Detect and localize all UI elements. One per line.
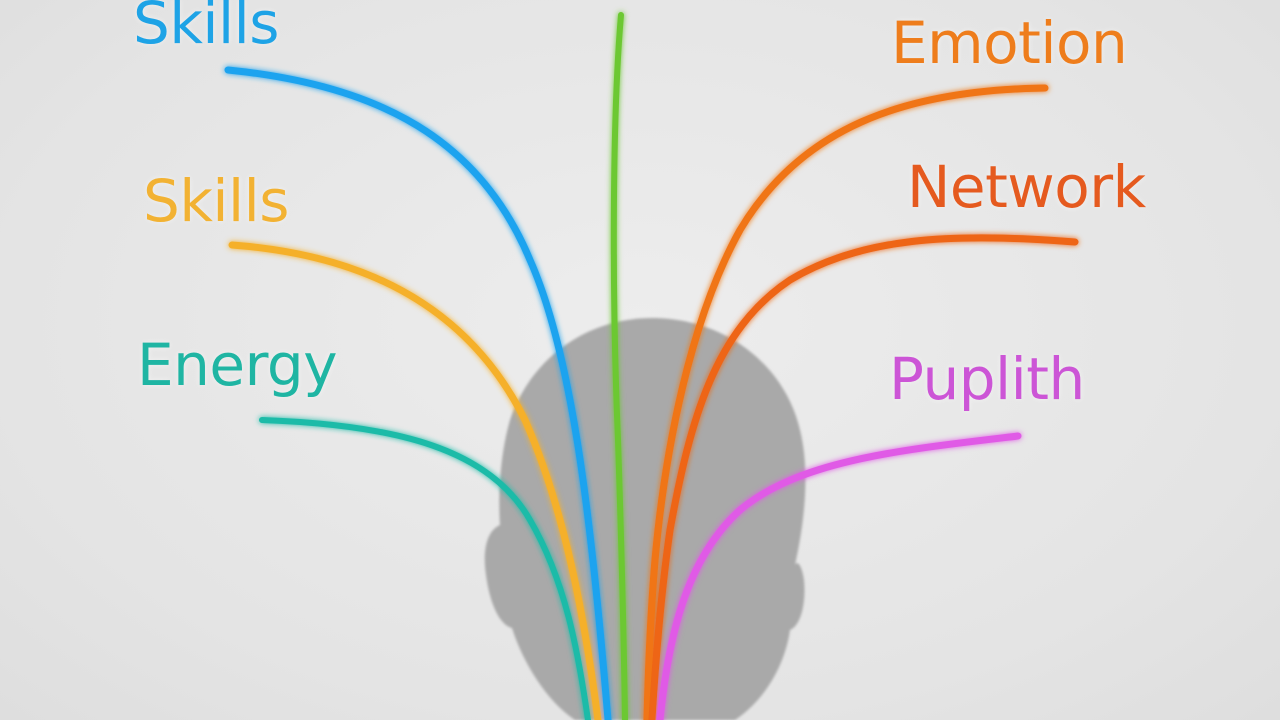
label-network: Network bbox=[907, 153, 1146, 221]
strand-orange-lower bbox=[648, 234, 1079, 720]
strand-blue bbox=[224, 66, 612, 720]
label-skills-blue: Skills bbox=[133, 0, 279, 57]
strand-orange-upper bbox=[643, 84, 1049, 720]
head-silhouette bbox=[484, 318, 806, 720]
strand-magenta bbox=[656, 432, 1022, 720]
label-energy: Energy bbox=[137, 331, 338, 399]
label-emotion: Emotion bbox=[891, 9, 1128, 77]
label-puplith: Puplith bbox=[889, 345, 1085, 413]
label-skills-yellow: Skills bbox=[143, 167, 289, 235]
strand-yellow bbox=[228, 241, 602, 720]
strand-teal bbox=[259, 417, 591, 720]
strand-green bbox=[610, 12, 628, 720]
